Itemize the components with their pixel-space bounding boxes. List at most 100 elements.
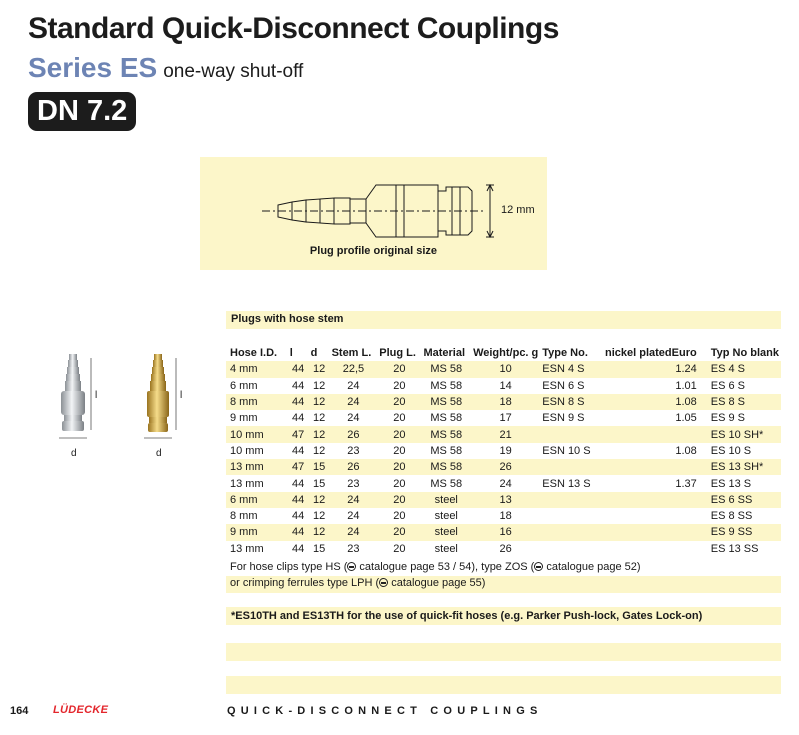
diameter-label: d xyxy=(156,448,162,459)
cell-l: 44 xyxy=(292,477,305,490)
cell-euro: 1.08 xyxy=(603,393,709,411)
cell-typ-no-blank: ES 9 SS xyxy=(708,524,781,541)
col-typ-no-blank: Typ No blank xyxy=(710,347,779,360)
cell-d: 12 xyxy=(308,361,330,378)
cell-plug-l: 20 xyxy=(393,412,406,425)
cell-euro: 1.08 xyxy=(675,444,697,457)
col-nickel-euro: nickel platedEuro xyxy=(603,345,709,361)
cell-euro xyxy=(603,541,709,557)
cell-stem-l: 24 xyxy=(329,491,378,508)
cell-plug-l: 20 xyxy=(393,444,406,457)
col-nickel-plated: nickel plated xyxy=(605,347,672,360)
cell-type-no: ESN 4 S xyxy=(540,361,603,378)
cell-euro: 1.37 xyxy=(675,477,697,490)
cell-weight: 10 xyxy=(471,361,541,378)
cell-typ-no-blank: ES 10 S xyxy=(710,444,752,457)
col-type-no: Type No. xyxy=(542,347,588,360)
cell-hose-id: 10 mm xyxy=(230,444,264,457)
cell-l: 47 xyxy=(287,459,309,476)
cell-typ-no-blank: ES 4 S xyxy=(708,361,781,378)
cell-material: MS 58 xyxy=(421,426,472,443)
cell-type-no: ESN 9 S xyxy=(542,412,585,425)
catalogue-reference-icon xyxy=(347,562,357,571)
cell-hose-id: 9 mm xyxy=(230,412,258,425)
cell-material: MS 58 xyxy=(421,361,472,378)
cell-d: 15 xyxy=(312,477,326,490)
cell-stem-l: 23 xyxy=(347,444,360,457)
cell-type-no: ESN 10 S xyxy=(542,444,591,457)
empty-band xyxy=(226,643,781,661)
cell-weight: 14 xyxy=(499,379,512,392)
cell-euro: 1.05 xyxy=(675,412,697,425)
ferrules-footnote: or crimping ferrules type LPH ( catalogu… xyxy=(230,577,485,589)
col-weight: Weight/pc. g xyxy=(473,347,539,360)
footnote-text: catalogue page 52) xyxy=(543,561,641,573)
cell-plug-l: 20 xyxy=(377,361,422,378)
footnote-band xyxy=(226,576,781,593)
dn-badge: DN 7.2 xyxy=(28,92,137,131)
footnote-text: For hose clips type HS ( xyxy=(230,561,348,573)
cell-type-no: ESN 8 S xyxy=(540,393,603,411)
page-number: 164 xyxy=(10,705,29,717)
cell-material: MS 58 xyxy=(430,379,463,392)
cell-material: MS 58 xyxy=(421,393,472,411)
plug-steel-photo: l d xyxy=(55,352,97,459)
cell-stem-l: 26 xyxy=(329,459,378,476)
cell-typ-no-blank: ES 6 SS xyxy=(708,491,781,508)
cell-d: 12 xyxy=(312,510,326,523)
cell-weight: 13 xyxy=(471,491,541,508)
cell-weight: 18 xyxy=(471,393,541,411)
cell-weight: 24 xyxy=(499,477,512,490)
cell-euro xyxy=(603,491,709,508)
cell-stem-l: 24 xyxy=(329,524,378,541)
cell-euro: 1.01 xyxy=(675,379,697,392)
cell-typ-no-blank: ES 9 S xyxy=(710,412,745,425)
cell-euro xyxy=(603,524,709,541)
cell-l: 44 xyxy=(292,542,305,555)
col-l: l xyxy=(289,347,293,360)
cell-type-no xyxy=(540,491,603,508)
cell-type-no xyxy=(540,524,603,541)
cell-weight: 26 xyxy=(471,459,541,476)
cell-l: 44 xyxy=(292,444,305,457)
cell-euro xyxy=(603,508,709,524)
col-plug-l: Plug L. xyxy=(379,347,416,360)
cell-type-no xyxy=(540,541,603,557)
cell-type-no xyxy=(540,426,603,443)
cell-hose-id: 10 mm xyxy=(226,426,288,443)
cell-euro: 1.24 xyxy=(603,361,709,378)
cell-l: 44 xyxy=(292,412,305,425)
cell-d: 12 xyxy=(308,426,330,443)
cell-l: 44 xyxy=(292,379,305,392)
cell-d: 12 xyxy=(312,412,326,425)
cell-plug-l: 20 xyxy=(393,542,406,555)
drawing-caption: Plug profile original size xyxy=(309,245,438,257)
cell-hose-id: 8 mm xyxy=(226,393,288,411)
cell-hose-id: 13 mm xyxy=(230,477,264,490)
cell-weight: 19 xyxy=(499,444,512,457)
cell-hose-id: 6 mm xyxy=(230,379,258,392)
cell-euro xyxy=(603,426,709,443)
cell-plug-l: 20 xyxy=(377,491,422,508)
cell-material: steel xyxy=(434,542,458,555)
cell-type-no xyxy=(540,459,603,476)
spec-table: Hose I.D. l d Stem L. Plug L. Material W… xyxy=(226,345,781,557)
cell-stem-l: 26 xyxy=(329,426,378,443)
col-material: Material xyxy=(423,347,466,360)
cell-material: steel xyxy=(434,510,458,523)
cell-stem-l: 24 xyxy=(329,393,378,411)
section-title-band xyxy=(226,311,781,329)
cell-stem-l: 24 xyxy=(347,379,360,392)
page-title: Standard Quick-Disconnect Couplings xyxy=(28,12,559,45)
